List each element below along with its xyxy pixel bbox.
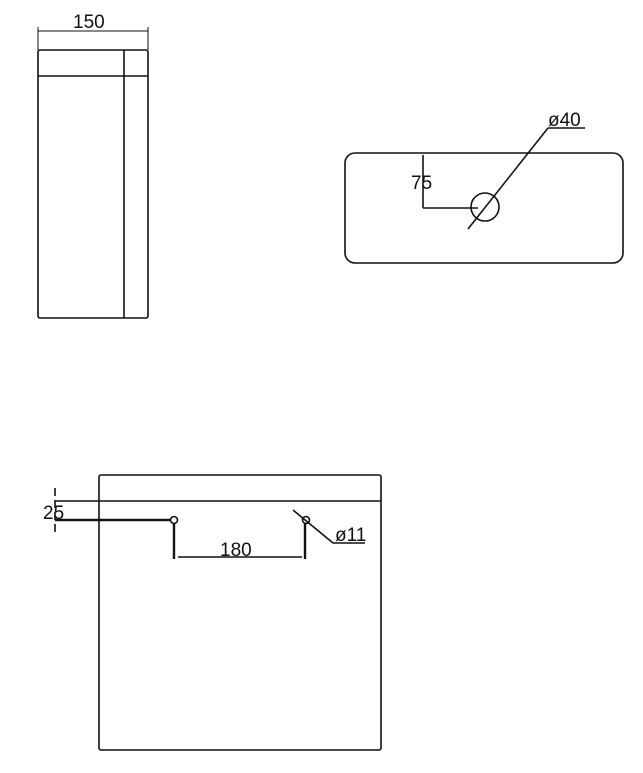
- top-view: ø40 75: [344, 110, 624, 264]
- tap-hole-diameter-label: ø40: [548, 110, 581, 131]
- top-view-outline: [344, 152, 624, 264]
- diameter-leader: [467, 127, 549, 230]
- hole-offset-label: 75: [411, 173, 432, 194]
- tap-hole: [470, 192, 500, 222]
- width-dimension-label: 150: [73, 12, 105, 33]
- side-view-outline: [37, 49, 149, 319]
- front-view: 25 180 ø11: [43, 474, 382, 751]
- hole-offset-top-label: 25: [43, 503, 64, 524]
- hole-spacing-label: 180: [220, 540, 252, 561]
- side-view: 150: [37, 12, 149, 319]
- mounting-hole-diameter-label: ø11: [335, 525, 366, 546]
- hole-diameter-leader: [292, 509, 334, 544]
- front-view-outline: [98, 474, 382, 751]
- mounting-hole-left: [169, 515, 179, 525]
